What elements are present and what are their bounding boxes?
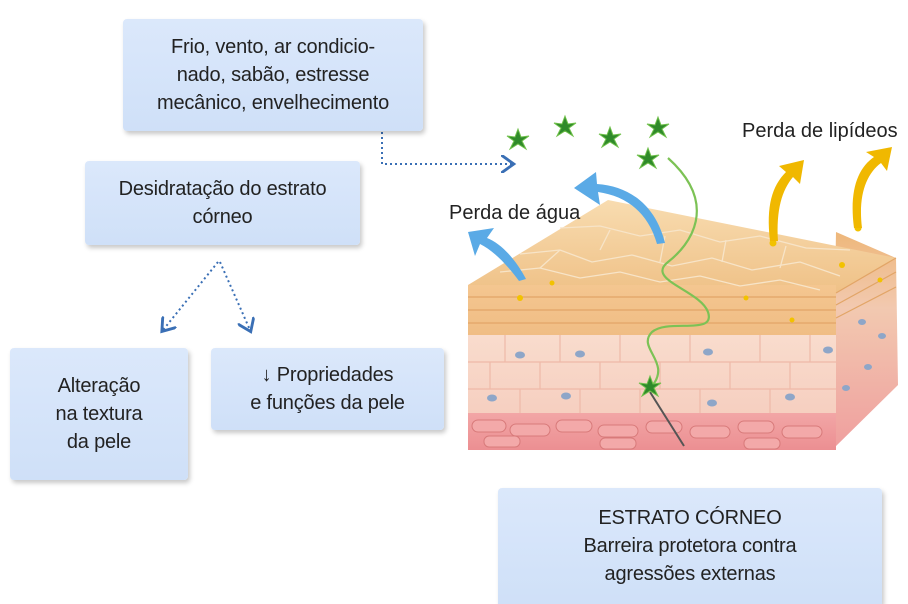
connector-dehydration-to-properties <box>219 261 250 330</box>
stratum-line-2: Barreira protetora contra <box>583 535 797 557</box>
properties-box: ↓ Propriedades e funções da pele <box>211 348 444 430</box>
causes-line-2: nado, sabão, estresse <box>176 64 370 86</box>
properties-line-1: ↓ Propriedades <box>261 364 394 386</box>
properties-line-2: e funções da pele <box>250 392 405 414</box>
lipid-loss-arrows <box>768 147 892 241</box>
stratum-line-3: agressões externas <box>604 563 776 585</box>
connector-dehydration-to-texture <box>163 261 219 330</box>
dehydration-line-2: córneo <box>192 206 253 228</box>
texture-line-1: Alteração <box>57 375 141 397</box>
water-loss-arrows <box>468 172 665 281</box>
connector-causes-to-skin <box>381 132 512 164</box>
skin-block <box>468 200 898 450</box>
irritant-pathway <box>646 157 710 387</box>
stratum-line-1: ESTRATO CÓRNEO <box>598 507 782 529</box>
texture-line-3: da pele <box>66 431 132 453</box>
water-loss-label: Perda de água <box>449 202 581 224</box>
stratum-corneum-box: ESTRATO CÓRNEO Barreira protetora contra… <box>498 488 882 604</box>
irritant-particles <box>506 114 670 398</box>
lipid-loss-label: Perda de lipídeos <box>742 120 898 142</box>
causes-line-3: mecânico, envelhecimento <box>157 92 389 114</box>
causes-box: Frio, vento, ar condicio- nado, sabão, e… <box>123 19 423 131</box>
dehydration-box: Desidratação do estrato córneo <box>85 161 360 245</box>
texture-change-box: Alteração na textura da pele <box>10 348 188 480</box>
dehydration-line-1: Desidratação do estrato <box>118 178 327 200</box>
texture-line-2: na textura <box>55 403 143 425</box>
causes-line-1: Frio, vento, ar condicio- <box>171 36 375 58</box>
